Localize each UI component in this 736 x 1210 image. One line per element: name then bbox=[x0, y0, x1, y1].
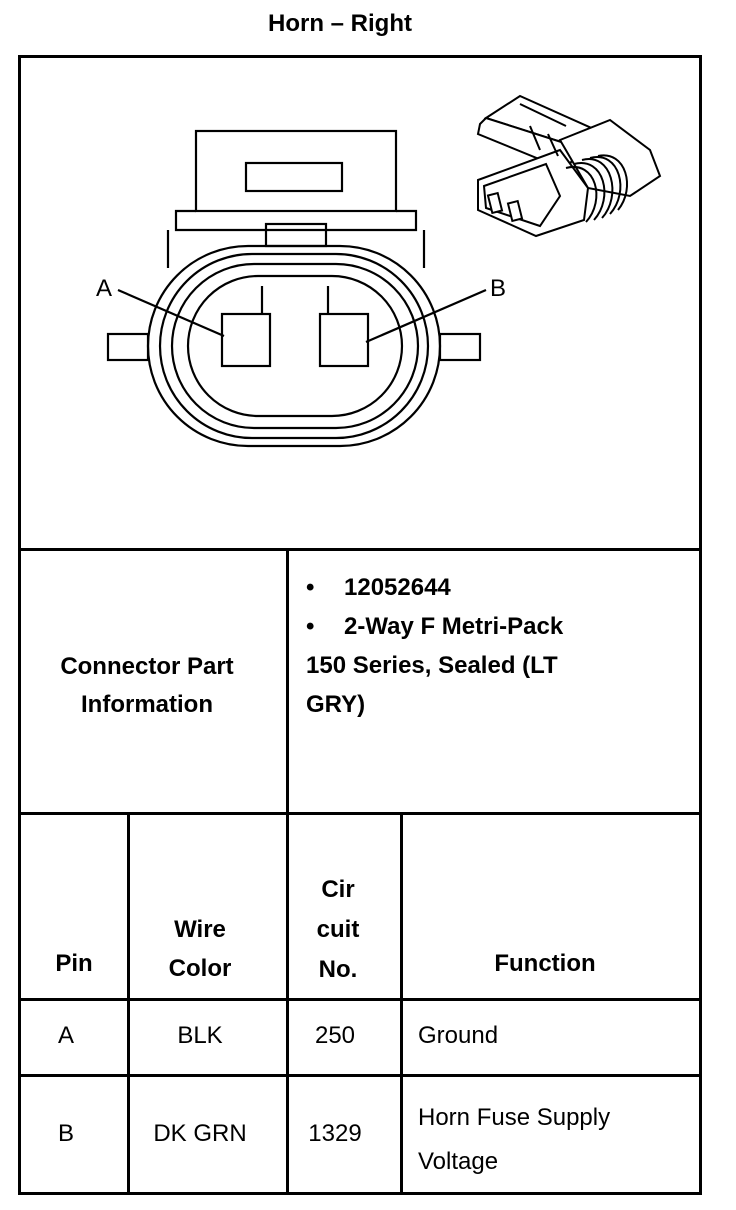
pinout-table-frame bbox=[18, 55, 702, 1195]
bullet: • bbox=[306, 574, 315, 601]
divider-line bbox=[18, 998, 702, 1001]
description-rest: 150 Series, Sealed (LT GRY) bbox=[306, 652, 558, 718]
connector-info-label: Connector Part Information bbox=[60, 653, 234, 718]
part-number-item: • 12052644 bbox=[306, 569, 696, 607]
divider-line bbox=[18, 548, 702, 551]
header-function: Function bbox=[494, 950, 596, 977]
row-b-pin: B bbox=[57, 1120, 74, 1147]
description-line1: 2-Way F Metri-Pack bbox=[344, 613, 564, 640]
row-b-wire-color: DK GRN bbox=[153, 1120, 247, 1147]
header-circuit: Cir cuit No. bbox=[316, 876, 360, 983]
page-title: Horn – Right bbox=[268, 10, 412, 37]
row-a-circuit: 250 bbox=[314, 1022, 356, 1049]
connector-description: • 2-Way F Metri-Pack 150 Series, Sealed (… bbox=[306, 607, 696, 724]
pin-b-label: B bbox=[490, 275, 506, 302]
divider-line bbox=[18, 1074, 702, 1077]
divider-line bbox=[286, 548, 289, 1195]
row-a-function: Ground bbox=[418, 1022, 499, 1049]
pin-a-label: A bbox=[96, 275, 112, 302]
divider-line bbox=[400, 812, 403, 1195]
connector-diagram: A B bbox=[96, 94, 662, 448]
bullet: • bbox=[306, 613, 315, 640]
divider-line bbox=[18, 812, 702, 815]
divider-line bbox=[127, 812, 130, 1195]
row-a-pin: A bbox=[57, 1022, 74, 1049]
header-wire-color: Wire Color bbox=[168, 916, 232, 982]
connector-illustration bbox=[476, 94, 662, 238]
header-pin: Pin bbox=[55, 950, 93, 977]
row-a-wire-color: BLK bbox=[177, 1022, 223, 1049]
part-number: 12052644 bbox=[344, 574, 451, 601]
row-b-function: Horn Fuse Supply Voltage bbox=[418, 1104, 611, 1175]
row-b-circuit: 1329 bbox=[308, 1120, 362, 1147]
